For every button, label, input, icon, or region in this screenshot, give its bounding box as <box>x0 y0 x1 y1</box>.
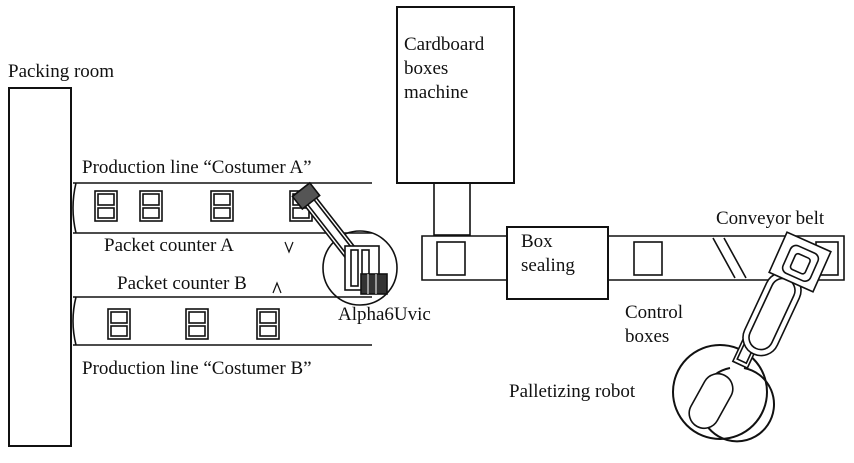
cardboard-machine-label: Cardboard boxes machine <box>404 33 484 105</box>
packing-room-wall <box>8 87 72 447</box>
production-line-a-label: Production line “Costumer A” <box>82 157 312 178</box>
packet-counter-b-label: Packet counter B <box>117 273 247 294</box>
box-chute <box>433 182 471 236</box>
conveyor-belt-break <box>712 237 747 279</box>
control-boxes-label: Control boxes <box>625 301 683 349</box>
conveyor-box-2 <box>633 241 663 276</box>
alpha6uvic-robot <box>291 181 398 306</box>
palletizing-robot <box>672 231 832 443</box>
box-sealing-label: Box sealing <box>521 230 575 278</box>
packets-line-b <box>107 308 280 340</box>
conveyor-box-1 <box>436 241 466 276</box>
cardboard-label-line-1: Cardboard <box>404 34 485 55</box>
packet-counter-a-label: Packet counter A <box>104 235 234 256</box>
palletizing-robot-label: Palletizing robot <box>509 381 636 402</box>
counter-b-sensor <box>272 281 282 294</box>
cardboard-label-line-3: machine <box>404 82 469 103</box>
packing-room-label: Packing room <box>8 61 115 82</box>
control-boxes-label-line-1: Control <box>625 302 684 323</box>
cardboard-label-line-2: boxes <box>404 58 449 79</box>
production-line-b-label: Production line “Costumer B” <box>82 358 312 379</box>
packets-line-a <box>94 190 313 222</box>
production-line-b <box>72 296 372 346</box>
conveyor-belt-label: Conveyor belt <box>716 208 825 229</box>
alpha6uvic-label: Alpha6Uvic <box>338 304 431 325</box>
box-sealing-label-line-1: Box <box>521 231 553 252</box>
counter-a-sensor <box>284 241 294 254</box>
box-sealing-label-line-2: sealing <box>521 255 575 276</box>
box-sealing-unit <box>506 226 609 300</box>
conveyor-belt <box>421 235 845 281</box>
control-boxes-label-line-2: boxes <box>625 326 670 347</box>
production-line-a <box>72 182 372 234</box>
